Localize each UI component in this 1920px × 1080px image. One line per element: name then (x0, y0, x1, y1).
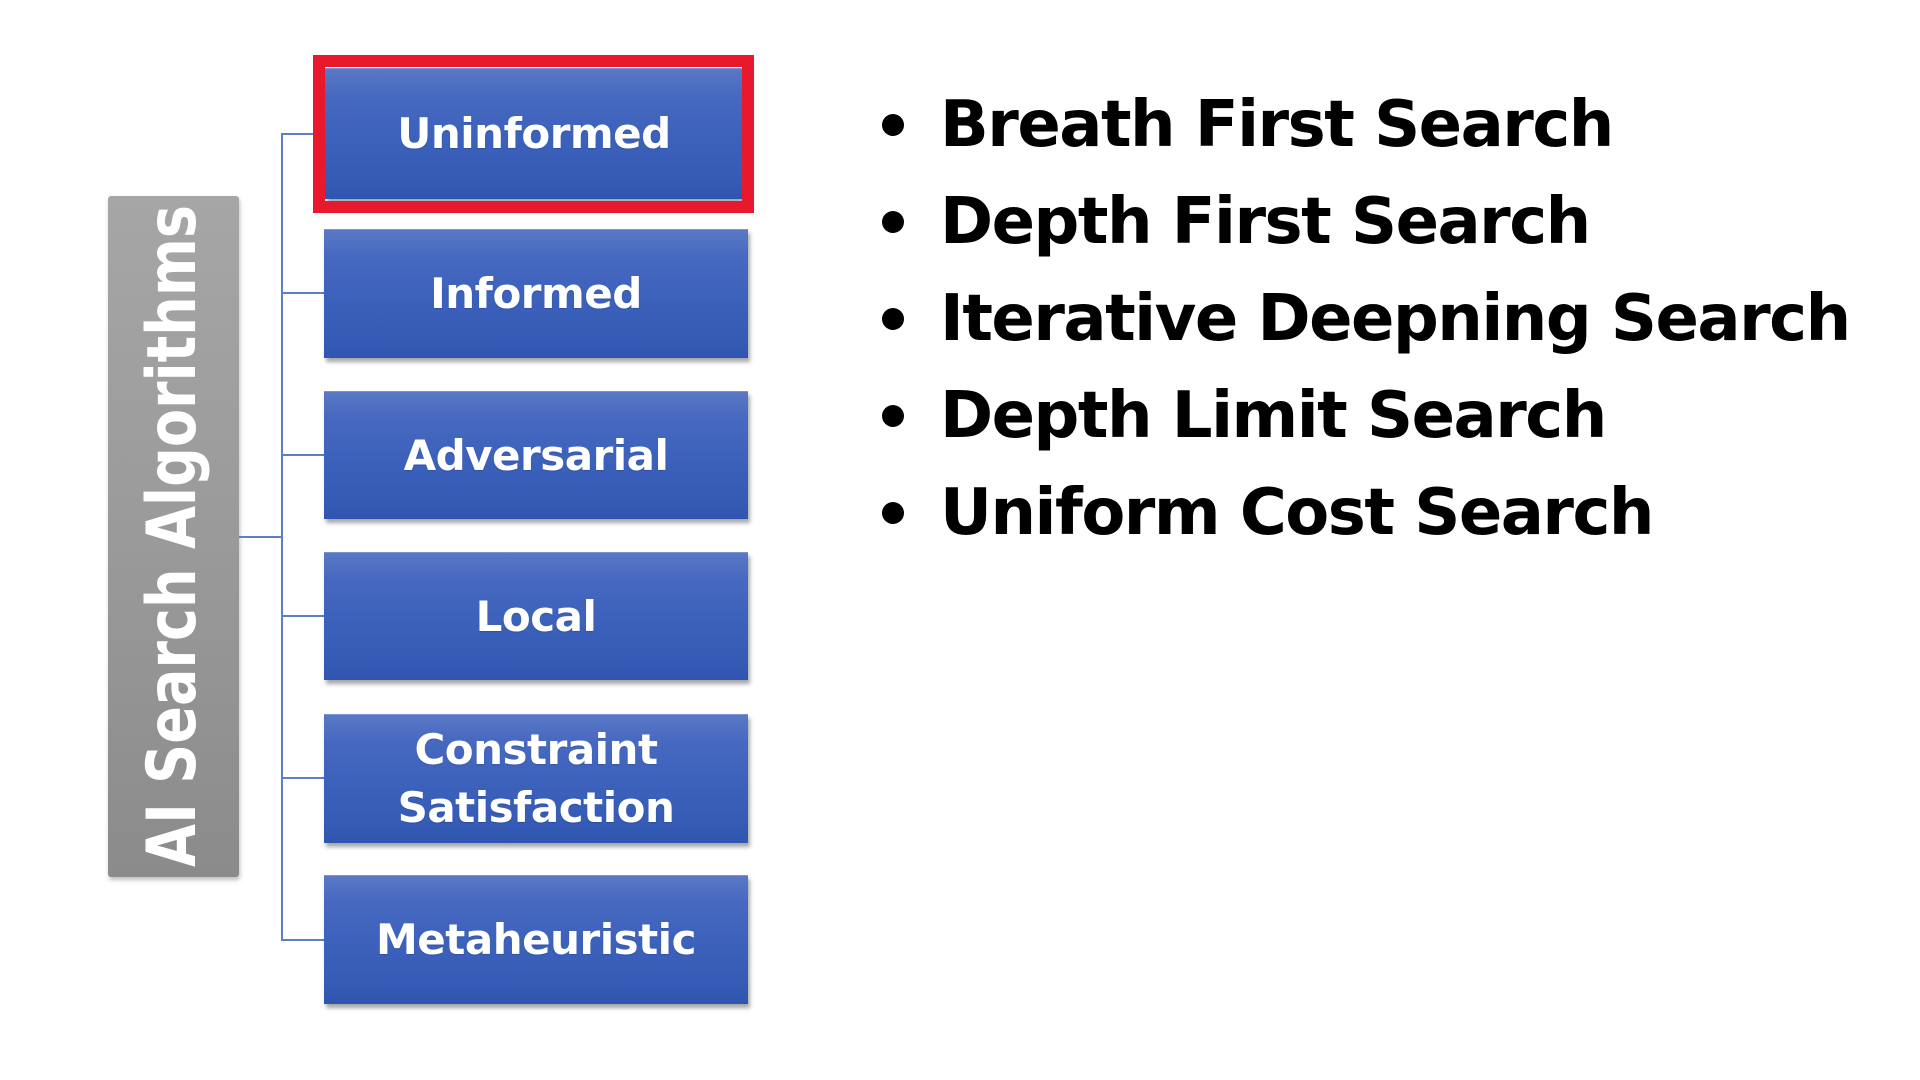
connector-constraint-satisfaction (281, 777, 324, 779)
bullet-icon (882, 405, 904, 427)
node-adversarial: Adversarial (324, 391, 748, 519)
node-metaheuristic-label: Metaheuristic (376, 915, 696, 964)
node-informed-label: Informed (430, 269, 642, 318)
node-uninformed-label: Uninformed (397, 109, 671, 158)
node-informed: Informed (324, 229, 748, 358)
list-item-text: Breath First Search (940, 88, 1614, 162)
connector-informed (281, 292, 324, 294)
list-item: Depth Limit Search (872, 368, 1850, 465)
list-item-text: Depth Limit Search (940, 379, 1607, 453)
node-metaheuristic: Metaheuristic (324, 875, 748, 1004)
node-constraint-satisfaction-line2: Satisfaction (397, 783, 675, 832)
bullet-icon (882, 211, 904, 233)
list-item: Uniform Cost Search (872, 465, 1850, 562)
list-item-text: Depth First Search (940, 185, 1591, 259)
root-label: AI Search Algorithms (133, 205, 212, 867)
bullet-icon (882, 502, 904, 524)
node-constraint-satisfaction: Constraint Satisfaction (324, 714, 748, 843)
connector-uninformed (281, 133, 324, 135)
connector-local (281, 615, 324, 617)
connector-metaheuristic (281, 939, 324, 941)
root-label-text-svg: AI Search Algorithms (133, 205, 212, 867)
node-constraint-satisfaction-label: Constraint Satisfaction (398, 721, 675, 837)
connector-root-horizontal (239, 536, 282, 538)
connector-adversarial (281, 454, 324, 456)
list-item-text: Iterative Deepning Search (940, 282, 1851, 356)
list-item: Breath First Search (872, 77, 1850, 174)
bullet-icon (882, 308, 904, 330)
node-constraint-satisfaction-line1: Constraint (414, 725, 658, 774)
uninformed-algorithms-list: Breath First Search Depth First Search I… (872, 77, 1851, 562)
list-item: Iterative Deepning Search (872, 271, 1851, 368)
node-uninformed: Uninformed (325, 68, 743, 199)
node-adversarial-label: Adversarial (403, 430, 669, 480)
list-item-text: Uniform Cost Search (940, 476, 1654, 550)
node-local: Local (324, 552, 748, 680)
node-local-label: Local (475, 591, 597, 641)
connector-trunk-vertical (281, 133, 283, 941)
bullet-icon (882, 114, 904, 136)
root-node-ai-search-algorithms: AI Search Algorithms (108, 196, 239, 877)
list-item: Depth First Search (872, 174, 1850, 271)
